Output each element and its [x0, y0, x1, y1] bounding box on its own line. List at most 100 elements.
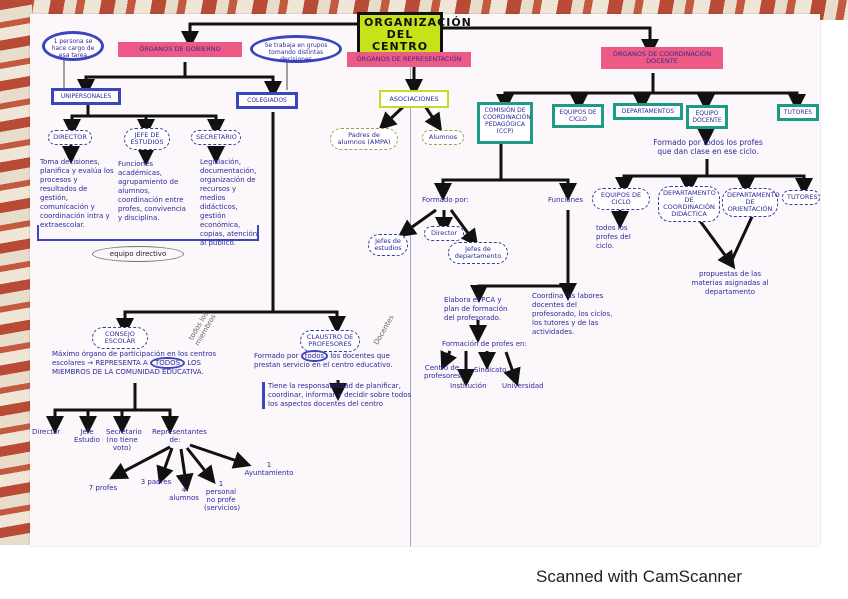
node-organos-coordinacion: ÓRGANOS DE COORDINACIÓN DOCENTE	[601, 47, 723, 69]
node-label: DEPARTAMENTO DE COORDINACIÓN DIDÁCTICA	[663, 189, 716, 218]
consejo-member: Secretario (no tiene voto)	[106, 428, 142, 452]
representante: 3 padres	[140, 478, 172, 486]
node-label: EQUIPO DOCENTE	[692, 110, 722, 124]
description-text: propuestas de las materias asignadas al …	[691, 270, 769, 296]
claustro-description: Formado por todos los docentes que prest…	[254, 350, 414, 370]
page-title: ORGANIZACIÓN DEL CENTRO	[364, 16, 472, 53]
jefe-description: Funciones académicas, agrupamiento de al…	[118, 160, 188, 223]
label-text: equipo directivo	[109, 250, 167, 258]
paper-fold-line	[410, 44, 411, 546]
node-alumnos: Alumnos	[422, 130, 464, 145]
label-text: Formación de profes en:	[442, 340, 527, 348]
item-text: Centro de profesores	[424, 364, 461, 380]
formacion-item: Sindicato	[474, 366, 506, 374]
node-unipersonales: UNIPERSONALES	[51, 88, 121, 105]
description-text: Tiene la responsabilidad de planificar, …	[268, 382, 412, 408]
node-claustro: CLAUSTRO DE PROFESORES	[300, 330, 360, 352]
node-label: DEPARTAMENTO DE ORIENTACIÓN	[727, 191, 780, 213]
node-equipos-ciclo: EQUIPOS DE CICLO	[552, 104, 604, 128]
description-text: Legislación, documentación, organización…	[200, 158, 258, 247]
coordina-text: Coordina las labores docentes del profes…	[532, 292, 618, 337]
sub-departamento-orientacion: DEPARTAMENTO DE ORIENTACIÓN	[722, 188, 780, 217]
node-label: COLEGIADOS	[247, 97, 287, 104]
description-text: Formado por todos los profes que dan cla…	[653, 138, 763, 156]
node-label: ASOCIACIONES	[389, 95, 439, 103]
description-text: LOS MIEMBROS DE LA COMUNIDAD EDUCATIVA.	[52, 359, 204, 376]
member-text: Director	[32, 428, 61, 436]
representante-text: 1 Ayuntamiento	[244, 461, 294, 477]
node-colegiados: COLEGIADOS	[236, 92, 298, 109]
representante-text: 1 personal no profe (servicios)	[204, 480, 241, 512]
equipo-docente-text: Formado por todos los profes que dan cla…	[648, 138, 768, 156]
secretario-description: Legislación, documentación, organización…	[200, 158, 258, 248]
equipo-directivo-label: equipo directivo	[92, 246, 184, 262]
node-label: EQUIPOS DE CICLO	[600, 191, 642, 206]
node-label: ÓRGANOS DE GOBIERNO	[139, 45, 221, 53]
sub-equipos-ciclo: EQUIPOS DE CICLO	[592, 188, 650, 210]
node-label: TUTORES	[783, 109, 813, 116]
representante: 1 Ayuntamiento	[242, 461, 296, 477]
sub-departamento-coordinacion: DEPARTAMENTO DE COORDINACIÓN DIDÁCTICA	[658, 186, 720, 222]
node-label: EQUIPOS DE CICLO	[559, 109, 597, 123]
ccp-funciones: Funciones	[548, 196, 588, 205]
node-organos-representacion: ÓRGANOS DE REPRESENTACIÓN	[347, 52, 471, 67]
node-label: SECRETARIO	[196, 133, 237, 141]
node-tutores: TUTORES	[777, 104, 819, 121]
ccp-formado-por: Formado por:	[422, 196, 472, 205]
todos-highlight: todos	[300, 350, 329, 362]
representante-text: 7 profes	[88, 484, 118, 492]
node-label: Jefes de estudios	[374, 237, 402, 252]
item-text: Institución	[450, 382, 487, 390]
member-text: Secretario (no tiene voto)	[106, 428, 142, 452]
node-label: DEPARTAMENTOS	[621, 108, 675, 115]
elabora-text: Elabora el PCA y plan de formación del p…	[444, 296, 516, 323]
camscanner-watermark: Scanned with CamScanner	[536, 567, 743, 586]
formacion-item: Institución	[450, 382, 487, 390]
node-label: Padres de alumnos (AMPA)	[337, 131, 391, 146]
node-jefe-estudios: JEFE DE ESTUDIOS	[124, 128, 170, 150]
representante: 4 alumnos	[166, 486, 202, 502]
formacion-item: Centro de profesores	[424, 364, 461, 380]
node-label: CLAUSTRO DE PROFESORES	[306, 333, 354, 348]
claustro-responsibility: Tiene la responsabilidad de planificar, …	[262, 382, 414, 409]
description-text: Formado por	[254, 352, 299, 360]
description-text: Funciones académicas, agrupamiento de al…	[118, 160, 186, 222]
ciclo-text: todos los profes del ciclo.	[596, 224, 642, 251]
node-label: Director	[430, 229, 458, 237]
formacion-text: Formación de profes en:	[442, 340, 542, 349]
node-asociaciones: ASOCIACIONES	[379, 90, 449, 108]
label-text: Funciones	[548, 196, 583, 204]
node-consejo-escolar: CONSEJO ESCOLAR	[92, 327, 148, 349]
node-label: Alumnos	[428, 133, 458, 141]
node-label: UNIPERSONALES	[60, 93, 112, 100]
node-jefes-estudios: Jefes de estudios	[368, 234, 408, 256]
consejo-member: Representantes de:	[152, 428, 207, 444]
representante: 1 personal no profe (servicios)	[204, 480, 241, 512]
node-departamentos: DEPARTAMENTOS	[613, 103, 683, 120]
node-ccp: COMISIÓN DE COORDINACIÓN PEDAGÓGICA (CCP…	[477, 102, 533, 144]
item-text: Universidad	[502, 382, 544, 390]
node-organos-gobierno: ÓRGANOS DE GOBIERNO	[118, 42, 242, 57]
consejo-member: Director	[32, 428, 60, 436]
member-text: Jefe Estudio	[74, 428, 100, 444]
label-text: Formado por:	[422, 196, 469, 204]
background-fabric-left	[0, 0, 32, 545]
member-text: Representantes de:	[152, 428, 207, 444]
description-text: todos los profes del ciclo.	[596, 224, 631, 250]
note-text: Se trabaja en grupos tomando distintas d…	[264, 42, 328, 63]
director-description: Toma decisiones, planifica y evalúa los …	[40, 158, 116, 230]
node-padres-ampa: Padres de alumnos (AMPA)	[330, 128, 398, 150]
description-text: Máximo órgano de participación en los ce…	[52, 350, 217, 367]
representante: 7 profes	[86, 484, 120, 492]
item-text: Sindicato	[474, 366, 507, 374]
node-label: JEFE DE ESTUDIOS	[130, 131, 164, 146]
title-box: ORGANIZACIÓN DEL CENTRO	[357, 12, 471, 58]
description-text: los docentes que prestan servicio en el …	[254, 352, 393, 369]
sub-tutores: TUTORES	[782, 190, 820, 205]
representante-text: 4 alumnos	[169, 486, 199, 502]
formacion-item: Universidad	[502, 382, 544, 390]
consejo-member: Jefe Estudio	[74, 428, 100, 444]
node-label: ÓRGANOS DE COORDINACIÓN DOCENTE	[612, 50, 712, 65]
node-equipo-docente: EQUIPO DOCENTE	[686, 105, 728, 129]
node-label: ÓRGANOS DE REPRESENTACIÓN	[356, 55, 462, 63]
